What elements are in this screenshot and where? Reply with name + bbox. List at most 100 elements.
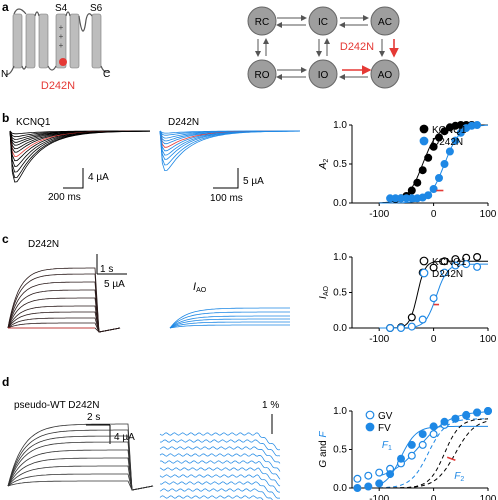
trace-line xyxy=(7,473,154,491)
panel-letter-a: a xyxy=(2,0,9,14)
y-axis-label: G and F xyxy=(318,431,329,468)
trace-line xyxy=(159,460,281,480)
panel-letter-b: b xyxy=(2,111,9,125)
svg-text:4 µA: 4 µA xyxy=(114,432,135,443)
svg-text:5 µA: 5 µA xyxy=(243,176,264,187)
scalebar-b-right: 5 µA 100 ms xyxy=(210,168,264,204)
data-point-kcnq1 xyxy=(418,166,427,175)
trace-line xyxy=(169,324,290,329)
c-terminus-label: C xyxy=(103,69,110,80)
trace-line xyxy=(159,495,264,500)
trace-line xyxy=(7,429,154,491)
data-point-d242n xyxy=(407,322,416,331)
data-point-gv xyxy=(364,471,373,480)
data-point-fv xyxy=(386,470,395,479)
trace-line xyxy=(159,453,281,472)
data-point-fv xyxy=(375,479,384,488)
legend-marker xyxy=(419,268,429,278)
trace-title-c: D242N xyxy=(28,239,59,250)
trace-line xyxy=(169,321,290,329)
trace-line xyxy=(169,315,290,329)
legend-label: KCNQ1 xyxy=(432,125,467,136)
data-point-kcnq1 xyxy=(429,263,438,272)
data-point-kcnq1 xyxy=(429,142,438,151)
data-point-d242n xyxy=(429,294,438,303)
s4-label: S4 xyxy=(55,3,68,14)
scalebar-b-left: 4 µA 200 ms xyxy=(48,168,109,203)
state-mutation-label: D242N xyxy=(340,41,374,53)
legend-marker xyxy=(419,136,429,146)
tail-currents-d242n xyxy=(159,130,301,172)
y-axis-label: IAO xyxy=(318,286,330,299)
panel-letter-c: c xyxy=(2,232,9,246)
trace-line xyxy=(7,289,121,333)
data-point-d242n xyxy=(440,160,449,169)
s4-helix xyxy=(55,13,67,69)
y-tick-label: 0.5 xyxy=(333,445,347,456)
data-point-fv xyxy=(407,440,416,449)
iao-traces xyxy=(169,307,290,329)
data-point-d242n xyxy=(435,174,444,183)
legend-marker xyxy=(365,410,375,420)
legend-label: GV xyxy=(378,411,393,422)
trace-line xyxy=(169,307,290,329)
data-point-d242n xyxy=(473,120,482,129)
trace-title-d242n: D242N xyxy=(168,117,199,128)
y-tick-label: 0.5 xyxy=(333,159,347,170)
legend-label: D242N xyxy=(432,137,463,148)
x-tick-label: 0 xyxy=(431,494,437,500)
svg-text:+: + xyxy=(59,32,64,41)
data-point-kcnq1 xyxy=(413,178,422,187)
data-point-fv xyxy=(429,422,438,431)
x-tick-label: -100 xyxy=(369,209,389,220)
data-point-kcnq1 xyxy=(407,313,416,322)
legend-label: D242N xyxy=(432,269,463,280)
svg-text:IO: IO xyxy=(318,70,329,81)
trace-line xyxy=(159,474,280,493)
state-ro: RO xyxy=(247,59,277,89)
legend-label: KCNQ1 xyxy=(432,257,467,268)
x-tick-label: 0 xyxy=(431,209,437,220)
trace-line xyxy=(159,130,300,156)
trace-line xyxy=(169,311,290,329)
n-terminus-label: N xyxy=(1,69,8,80)
x-tick-label: 100 xyxy=(480,334,497,345)
scalebar-d: 2 s 4 µA 1 % xyxy=(86,400,279,444)
data-point-d242n xyxy=(440,268,449,277)
data-point-gv xyxy=(407,451,416,460)
svg-text:100 ms: 100 ms xyxy=(210,193,243,204)
red-marker-line xyxy=(446,456,456,462)
y-tick-label: 0.0 xyxy=(333,323,347,334)
data-point-fv xyxy=(364,482,373,491)
trace-title-kcnq1: KCNQ1 xyxy=(16,117,51,128)
data-point-d242n xyxy=(418,315,427,324)
legend-marker xyxy=(419,124,429,134)
trace-line xyxy=(159,130,300,166)
data-point-kcnq1 xyxy=(440,127,449,136)
trace-line xyxy=(159,439,281,457)
data-point-d242n xyxy=(451,261,460,270)
trace-line xyxy=(7,423,154,491)
data-point-d242n xyxy=(451,136,460,145)
data-point-fv xyxy=(484,407,493,416)
data-point-fv xyxy=(451,414,460,423)
legend-marker xyxy=(419,256,429,266)
data-point-gv xyxy=(375,468,384,477)
data-point-d242n xyxy=(424,191,433,200)
svg-text:200 ms: 200 ms xyxy=(48,192,81,203)
data-point-d242n xyxy=(386,324,395,333)
legend-marker xyxy=(365,422,375,432)
panel-a: a + + + S4 S6 N C D242N xyxy=(1,0,400,92)
data-point-kcnq1 xyxy=(435,133,444,142)
data-point-kcnq1 xyxy=(407,186,416,195)
x-tick-label: -100 xyxy=(369,334,389,345)
trace-line xyxy=(7,311,121,333)
y-axis-label: A2 xyxy=(318,159,330,171)
data-point-kcnq1 xyxy=(440,257,449,266)
x-tick-label: 100 xyxy=(480,209,497,220)
data-point-d242n xyxy=(397,324,406,333)
svg-text:AC: AC xyxy=(378,17,392,28)
mutation-label: D242N xyxy=(41,80,75,92)
